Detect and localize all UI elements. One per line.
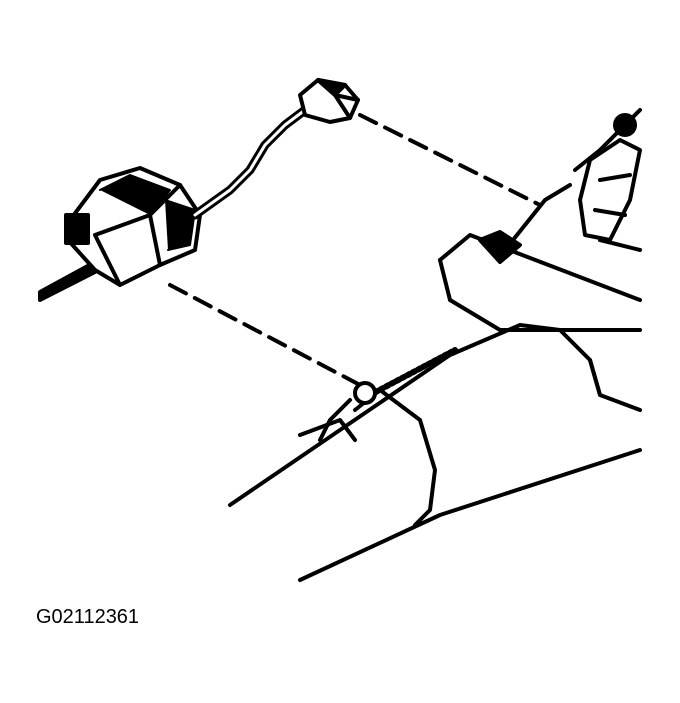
- steering-column: [228, 323, 642, 582]
- connector: [298, 78, 360, 124]
- switch-assembly: [64, 166, 202, 287]
- cable: [190, 105, 310, 220]
- figure-caption: G02112361: [36, 606, 140, 628]
- shaft: [38, 260, 97, 302]
- alignment-lines: [168, 113, 542, 387]
- mounting-mechanism: [438, 108, 642, 332]
